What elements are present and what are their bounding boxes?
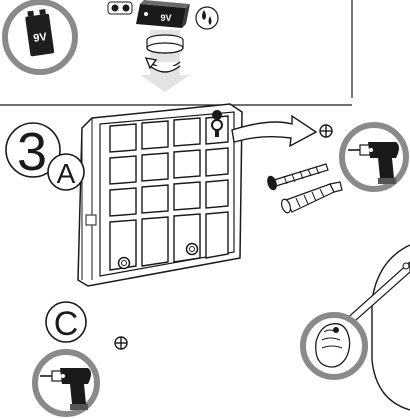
- hand-circle-icon: [303, 315, 365, 377]
- drill-point-target: [320, 125, 332, 137]
- drill-point-target-c: [115, 337, 127, 349]
- wall-mount-plate: [78, 104, 242, 286]
- step-c-letter: C: [54, 305, 79, 343]
- step-substep: A: [57, 158, 76, 189]
- battery-inline-label: 9V: [160, 13, 171, 23]
- battery-connection-illustration: 9V: [108, 0, 218, 92]
- drill-circle-icon: [342, 125, 406, 189]
- screwdriver-hand-illustration: [303, 245, 410, 410]
- snap-connector-icon: [108, 2, 132, 14]
- step-c-label: C: [46, 302, 86, 343]
- screw-hole-left: [119, 258, 130, 269]
- battery-label: 9V: [33, 31, 49, 45]
- battery-circle-icon: 9V: [5, 2, 75, 72]
- wall-anchor-icon: [280, 182, 342, 214]
- screw-icon: [266, 164, 328, 191]
- water-drop-icon: [196, 7, 218, 29]
- battery-9v-icon: 9V: [136, 0, 190, 28]
- battery-cap: [147, 35, 183, 53]
- move-arrow-icon: [232, 116, 316, 146]
- step-3a-label: 3 A: [6, 122, 84, 190]
- drill-circle-icon-bottom: [35, 352, 97, 414]
- step-number: 3: [17, 122, 47, 182]
- screw-hole-right: [187, 244, 198, 255]
